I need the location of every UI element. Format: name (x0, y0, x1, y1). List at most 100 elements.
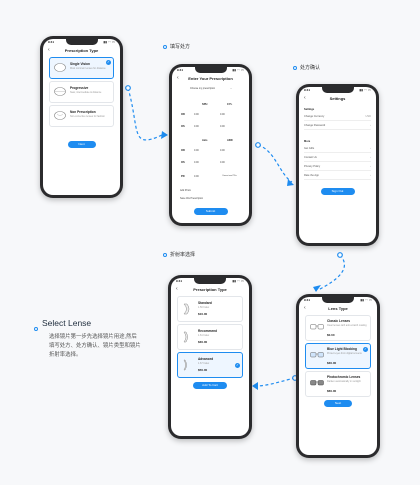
row-label: Contact Us (304, 156, 317, 159)
page-title: Settings (329, 96, 346, 101)
lens-icon (54, 111, 66, 120)
status-time: 9:41 (304, 298, 311, 302)
option-desc: 1.61 Index (198, 334, 210, 337)
col-add: ADD (227, 139, 233, 142)
back-arrow-icon[interactable]: ‹ (304, 95, 306, 101)
more-row-contact[interactable]: Contact Us› (304, 156, 371, 162)
phone-notch (321, 87, 354, 93)
od-sph-field[interactable]: 0.00 (194, 113, 199, 116)
phone-notch (65, 39, 98, 45)
back-arrow-icon[interactable]: ‹ (176, 286, 178, 292)
phone-notch (194, 67, 227, 73)
status-icons: ▮▮ ◠ ▭ (232, 68, 244, 72)
phone-settings: 9:41 ▮▮ ◠ ▭ ‹ Settings Settings Change C… (296, 84, 379, 246)
step-text: 折射率选择 (170, 252, 196, 258)
od-axis-field[interactable]: 0.00 (194, 149, 199, 152)
check-icon: ✓ (235, 363, 240, 368)
lens-icon (54, 87, 66, 96)
option-price: $30.00 (198, 340, 208, 344)
more-row-rate[interactable]: Rate the App › (304, 174, 371, 180)
option-price: $10.00 (198, 312, 208, 316)
row-os: OS (181, 125, 185, 128)
os-sph-field[interactable]: 0.00 (194, 125, 199, 128)
pd-field[interactable]: 0.00 (194, 175, 199, 178)
choose-prescription-select[interactable]: Choose my prescription (190, 87, 216, 90)
submit-button[interactable]: Submit (193, 208, 228, 215)
glasses-icon (310, 352, 324, 358)
page-title: Prescription Type (64, 48, 99, 53)
step-label-confirm-prescription: 处方确认 (293, 64, 320, 71)
option-name: Photochromic Lenses (327, 375, 361, 379)
os-axis-field[interactable]: 0.00 (194, 161, 199, 164)
option-name: Recommend (198, 329, 218, 333)
option-name: Non Prescription (70, 110, 96, 114)
od-add-field[interactable]: 0.00 (220, 149, 225, 152)
sign-out-button[interactable]: Sign Out (320, 188, 355, 195)
option-advanced[interactable]: Advanced 1.67 Index $50.00 ✓ (177, 352, 243, 378)
option-desc: Non-corrective lenses for fashion (70, 115, 105, 118)
glasses-icon (310, 380, 324, 386)
option-photochromic-lenses[interactable]: Photochromic Lenses Darken automatically… (305, 371, 371, 397)
status-icons: ▮▮ ◠ ▭ (360, 298, 372, 302)
os-add-field[interactable]: 0.00 (220, 161, 225, 164)
row-label: Change Password (304, 124, 326, 127)
status-icons: ▮▮ ◠ ▭ (103, 40, 115, 44)
status-time: 9:41 (304, 88, 311, 92)
option-standard[interactable]: Standard 1.50 Index $10.00 (177, 296, 243, 322)
option-non-prescription[interactable]: Non Prescription Non-corrective lenses f… (49, 105, 114, 127)
row-label: Rate the App (304, 174, 319, 177)
save-prescription-checkbox[interactable]: Save this Prescription (180, 197, 204, 200)
option-blue-light-blocking[interactable]: Blue Light Blocking Protect eyes from di… (305, 343, 371, 369)
lens-icon (54, 63, 66, 72)
row-label: Privacy Policy (304, 165, 321, 168)
option-desc: Protect eyes from digital screens (327, 352, 362, 355)
phone-prescription-type: 9:41 ▮▮ ◠ ▭ ‹ Prescription Type Single V… (40, 36, 123, 198)
os-cyl-field[interactable]: 0.00 (220, 125, 225, 128)
more-row-gifts[interactable]: Get Gifts› (304, 147, 371, 153)
lens-thickness-icon (183, 359, 187, 371)
back-arrow-icon[interactable]: ‹ (48, 47, 50, 53)
option-price: $50.00 (198, 368, 208, 372)
option-progressive[interactable]: Progressive Near, intermediate & distanc… (49, 81, 114, 103)
aside-description: 选择镜片第一步先选择镜片用途,然后填写处方、处方确认、镜片类型和镜片折射率选择。 (49, 334, 141, 358)
status-icons: ▮▮ ◠ ▭ (359, 88, 371, 92)
row-value: USD (365, 115, 371, 118)
two-pd-checkbox[interactable]: I have two PDs (222, 175, 237, 177)
lens-thickness-icon (183, 331, 188, 343)
more-row-privacy[interactable]: Privacy Policy › (304, 165, 371, 171)
phone-notch (322, 297, 354, 303)
option-recommend[interactable]: Recommend 1.61 Index $30.00 (177, 324, 243, 350)
od-cyl-field[interactable]: 0.00 (220, 113, 225, 116)
phone-notch (194, 278, 226, 284)
back-arrow-icon[interactable]: ‹ (177, 75, 179, 81)
phone-lens-type: 9:41 ▮▮ ◠ ▭ ‹ Lens Type Classic Lenses C… (296, 294, 380, 458)
option-name: Classic Lenses (327, 319, 351, 323)
option-single-vision[interactable]: Single Vision Most common lenses for dis… (49, 57, 114, 79)
step-text: 处方确认 (300, 65, 321, 71)
option-desc: Near, intermediate & distance (70, 91, 102, 94)
step-dot-icon (163, 252, 167, 257)
row-od: OD (181, 113, 185, 116)
chevron-right-icon: › (370, 165, 371, 168)
page-title: Prescription Type (193, 287, 227, 292)
add-to-cart-button[interactable]: Add To Cart (193, 382, 227, 389)
next-button[interactable]: Next (67, 141, 96, 148)
option-classic-lenses[interactable]: Classic Lenses Clear lenses with anti-sc… (305, 315, 371, 341)
settings-row-password[interactable]: Change Password › (304, 124, 371, 130)
next-button[interactable]: Next (324, 400, 352, 407)
settings-group-title: Settings (304, 108, 315, 111)
option-name: Blue Light Blocking (327, 347, 357, 351)
back-arrow-icon[interactable]: ‹ (304, 305, 306, 311)
step-label-refractive-index: 折射率选择 (163, 251, 195, 258)
option-name: Advanced (198, 357, 214, 361)
phone-enter-prescription: 9:41 ▮▮ ◠ ▭ ‹ Enter Your Prescription Ch… (169, 64, 252, 226)
chevron-right-icon: › (370, 174, 371, 177)
add-prism-checkbox[interactable]: Add Prism (180, 189, 192, 192)
option-desc: 1.50 Index (198, 306, 210, 309)
check-icon: ✓ (106, 60, 111, 65)
row-pd: PD (181, 175, 185, 178)
aside-bullet-icon (34, 320, 41, 338)
page-title: Lens Type (328, 306, 348, 311)
chevron-right-icon: › (370, 124, 371, 127)
